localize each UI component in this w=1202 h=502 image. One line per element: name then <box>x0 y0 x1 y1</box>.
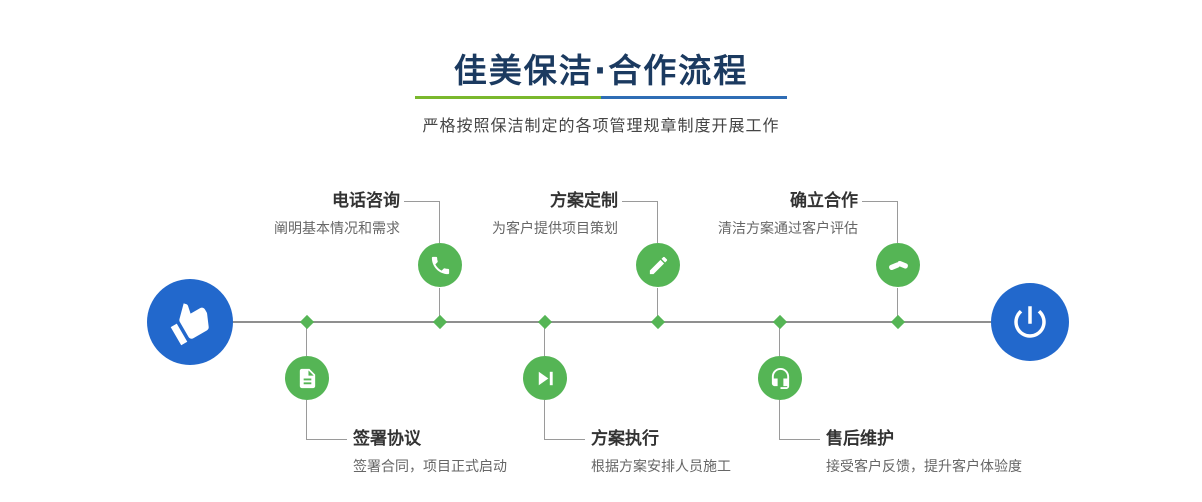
timeline-line <box>200 321 1030 323</box>
step-node-plan-customization <box>636 243 680 287</box>
divider-blue-segment <box>601 96 787 99</box>
connector-line <box>545 439 585 440</box>
step-node-after-sales <box>758 356 802 400</box>
step-node-establish-cooperation <box>876 243 920 287</box>
timeline-marker <box>432 314 448 330</box>
connector-line <box>404 201 440 202</box>
step-label-phone-consultation: 电话咨询 阐明基本情况和需求 <box>160 190 400 239</box>
connector-line <box>897 201 898 243</box>
step-node-phone-consultation <box>418 243 462 287</box>
connector-line <box>657 288 658 322</box>
connector-line <box>622 201 658 202</box>
pointing-hand-icon <box>170 303 209 346</box>
end-node <box>991 283 1069 361</box>
step-label-sign-agreement: 签署协议 签署合同，项目正式启动 <box>353 428 643 477</box>
step-label-after-sales: 售后维护 接受客户反馈，提升客户体验度 <box>826 428 1116 477</box>
connector-line <box>657 201 658 243</box>
connector-line <box>862 201 898 202</box>
page-subtitle: 严格按照保洁制定的各项管理规章制度开展工作 <box>422 116 780 135</box>
step-title: 方案执行 <box>591 429 659 449</box>
step-node-plan-execution <box>523 356 567 400</box>
page-title: 佳美保洁·合作流程 <box>453 51 749 90</box>
title-divider <box>415 96 787 99</box>
handshake-icon <box>888 260 908 270</box>
phone-icon <box>431 256 449 274</box>
timeline-marker <box>537 314 553 330</box>
step-title: 方案定制 <box>550 191 618 211</box>
divider-green-segment <box>415 96 601 99</box>
step-description: 接受客户反馈，提升客户体验度 <box>826 459 1022 475</box>
step-description: 为客户提供项目策划 <box>492 221 618 237</box>
timeline-marker <box>299 314 315 330</box>
step-description: 签署合同，项目正式启动 <box>353 459 507 475</box>
timeline-marker <box>650 314 666 330</box>
step-description: 根据方案安排人员施工 <box>591 459 731 475</box>
headset-icon <box>771 367 789 389</box>
timeline-marker <box>890 314 906 330</box>
connector-line <box>307 439 347 440</box>
step-title: 电话咨询 <box>332 191 400 211</box>
connector-line <box>544 400 545 440</box>
connector-line <box>306 400 307 440</box>
step-title: 售后维护 <box>826 429 894 449</box>
step-label-plan-execution: 方案执行 根据方案安排人员施工 <box>591 428 881 477</box>
connector-line <box>306 324 307 356</box>
step-title: 确立合作 <box>790 191 858 211</box>
connector-line <box>439 288 440 322</box>
connector-line <box>897 288 898 322</box>
step-description: 清洁方案通过客户评估 <box>718 221 858 237</box>
timeline-marker <box>772 314 788 330</box>
connector-line <box>439 201 440 243</box>
connector-line <box>779 400 780 440</box>
step-label-establish-cooperation: 确立合作 清洁方案通过客户评估 <box>618 190 858 239</box>
connector-line <box>544 324 545 356</box>
document-icon <box>299 368 315 388</box>
play-icon <box>538 371 553 385</box>
pencil-icon <box>649 256 667 274</box>
power-icon <box>1014 306 1046 338</box>
step-title: 签署协议 <box>353 429 421 449</box>
step-description: 阐明基本情况和需求 <box>274 221 400 237</box>
start-node <box>147 279 233 365</box>
connector-line <box>779 324 780 356</box>
connector-line <box>780 439 820 440</box>
step-label-plan-customization: 方案定制 为客户提供项目策划 <box>378 190 618 239</box>
step-node-sign-agreement <box>285 356 329 400</box>
